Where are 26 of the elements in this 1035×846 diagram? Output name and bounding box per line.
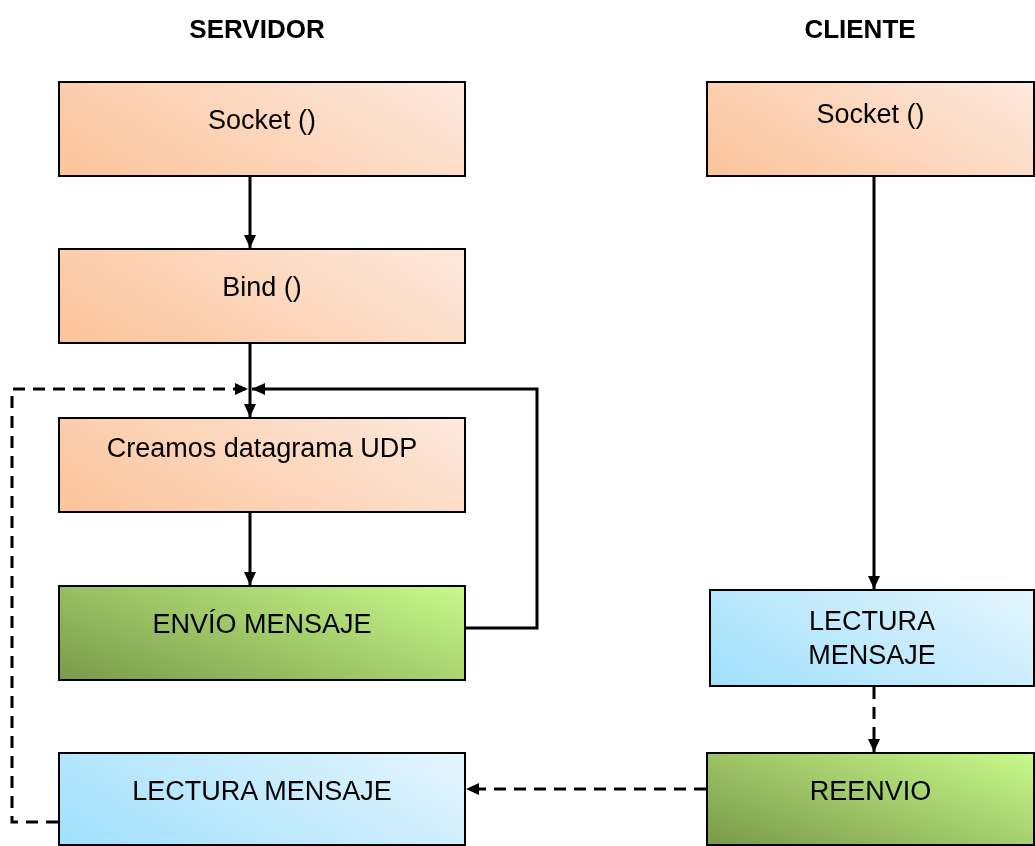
arrow <box>10 383 248 824</box>
box-label: Bind () <box>222 271 302 304</box>
process-box <box>58 417 466 513</box>
process-box <box>706 81 1035 177</box>
box-label: REENVIO <box>809 775 932 808</box>
arrow <box>244 513 256 585</box>
process-box <box>58 248 466 344</box>
process-box <box>58 81 466 177</box>
process-box <box>706 752 1035 846</box>
arrow <box>244 344 256 417</box>
arrow <box>244 177 256 248</box>
box-label: Socket () <box>208 104 316 137</box>
box-label: LECTURA MENSAJE <box>132 775 392 808</box>
column-heading: CLIENTE <box>803 13 917 46</box>
column-heading: SERVIDOR <box>188 13 326 46</box>
process-box <box>709 589 1035 687</box>
box-label: LECTURA MENSAJE <box>807 605 937 672</box>
box-label: Socket () <box>816 98 925 131</box>
box-label: Creamos datagrama UDP <box>106 432 418 465</box>
box-label: ENVÍO MENSAJE <box>152 608 372 641</box>
arrow <box>466 783 706 795</box>
arrow <box>868 687 880 752</box>
arrow <box>252 383 539 630</box>
process-box <box>58 752 466 846</box>
arrow <box>868 177 880 589</box>
process-box <box>58 585 466 681</box>
